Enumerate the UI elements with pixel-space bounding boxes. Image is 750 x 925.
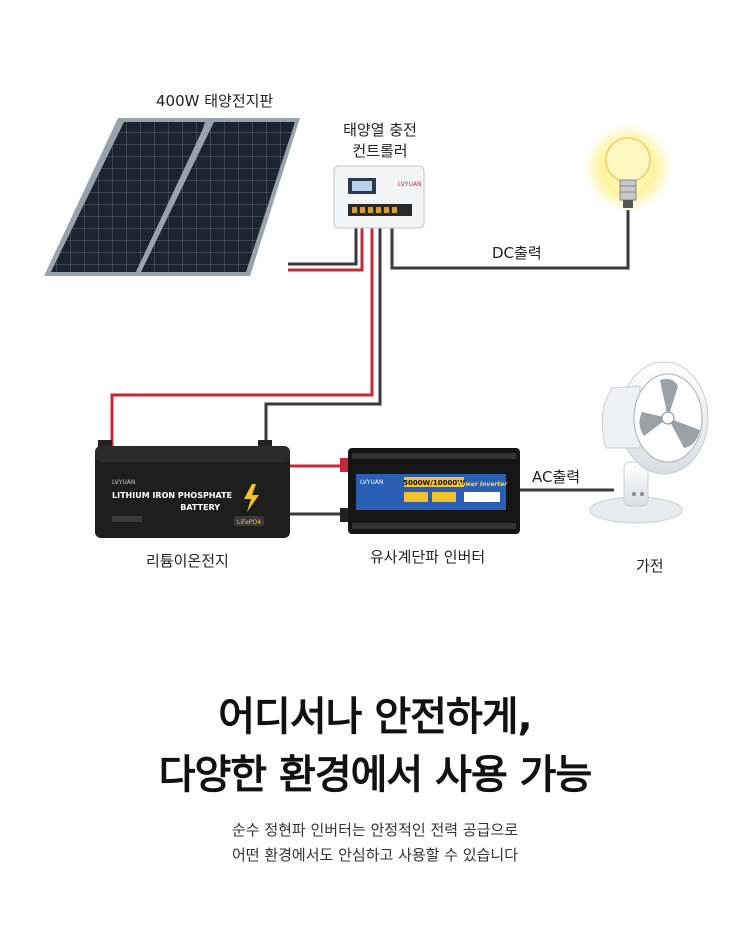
controller-brand: LVYUAN [398,181,421,188]
wire-battery-black [264,228,382,446]
system-wiring-diagram: LVYUAN LVYUAN LITHIUM IRON PHOSPHATE [44,118,709,538]
wires [110,210,630,516]
headline-line1: 어디서나 안전하게, [218,694,533,740]
battery-badge: LiFePO4 [237,519,261,526]
label-battery: 리튬이온전지 [146,552,229,570]
label-inverter: 유사계단파 인버터 [370,548,486,566]
battery-face-line2: BATTERY [180,503,220,512]
subtext: 순수 정현파 인버터는 안정적인 전력 공급으로 어떤 환경에서도 안심하고 사… [0,818,750,868]
subtext-line1: 순수 정현파 인버터는 안정적인 전력 공급으로 [231,821,519,839]
label-controller-line2: 컨트롤러 [352,142,408,160]
inverter-tag: Power Inverter [457,481,509,488]
light-bulb-icon [584,124,672,212]
label-charge-controller: 태양열 충전 컨트롤러 [330,120,430,162]
wire-panel-red [288,228,364,272]
label-controller-line1: 태양열 충전 [343,121,417,139]
inverter-icon: LVYUAN 5000W/10000W Power Inverter [340,448,520,534]
solar-panel-icon [44,118,300,276]
wire-dc-output [390,210,630,270]
label-solar-panel: 400W 태양전지판 [156,92,274,110]
fan-icon [589,361,709,524]
wire-panel-black [288,228,358,266]
label-ac-output: AC출력 [532,468,581,486]
battery-face-line1: LITHIUM IRON PHOSPHATE [112,491,232,500]
lightning-icon [244,484,259,512]
label-dc-output: DC출력 [492,244,542,262]
subtext-line2: 어떤 환경에서도 안심하고 사용할 수 있습니다 [231,846,519,864]
label-appliance: 가전 [636,557,664,575]
battery-brand: LVYUAN [112,479,135,486]
inverter-brand: LVYUAN [360,479,383,486]
inverter-rating: 5000W/10000W [403,479,465,487]
battery-icon: LVYUAN LITHIUM IRON PHOSPHATE BATTERY Li… [95,440,290,538]
headline: 어디서나 안전하게, 다양한 환경에서 사용 가능 [0,688,750,804]
charge-controller-icon: LVYUAN [333,165,425,229]
headline-line2: 다양한 환경에서 사용 가능 [158,752,593,798]
wire-battery-red [110,228,374,446]
